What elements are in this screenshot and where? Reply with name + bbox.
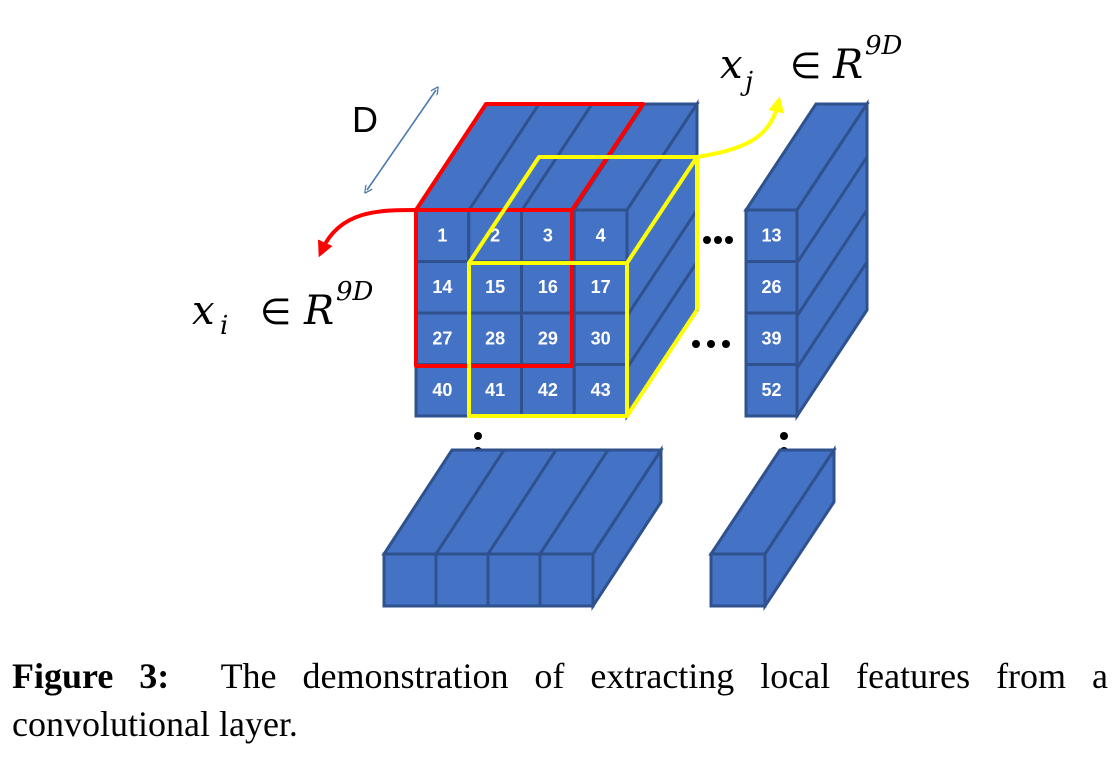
grid-cell-label: 40 bbox=[432, 380, 452, 400]
column-cell-label: 39 bbox=[761, 329, 781, 349]
red-arrow bbox=[317, 208, 417, 258]
grid-cell-label: 14 bbox=[432, 277, 452, 297]
grid-cell-label: 15 bbox=[485, 277, 505, 297]
grid-cell: 27 bbox=[414, 311, 471, 366]
grid-cell: 15 bbox=[467, 260, 523, 315]
svg-text:R: R bbox=[832, 42, 863, 88]
grid-cell-label: 42 bbox=[538, 380, 558, 400]
grid-cell: 28 bbox=[467, 311, 523, 366]
xj-label: x j ∈ R 9D bbox=[720, 31, 903, 97]
grid-cell: 42 bbox=[520, 363, 576, 418]
bottom-slab-right bbox=[708, 445, 837, 611]
grid-cell-label: 16 bbox=[538, 277, 558, 297]
right-column-block bbox=[743, 99, 870, 421]
svg-text:R: R bbox=[303, 288, 334, 334]
grid-cell: 4 bbox=[572, 208, 629, 263]
yellow-arrow bbox=[696, 96, 785, 159]
column-cell: 13 bbox=[744, 208, 799, 263]
grid-cell-label: 30 bbox=[591, 329, 611, 349]
grid-cell-label: 43 bbox=[591, 380, 611, 400]
grid-cell: 16 bbox=[520, 260, 576, 315]
grid-cell-label: 1 bbox=[437, 226, 447, 246]
grid-cell-label: 3 bbox=[543, 226, 553, 246]
diagram: D 1 2 3 4 14 15 16 17 27 28 29 30 40 41 42 43 13 26 39 52 bbox=[192, 31, 903, 612]
grid-cell-label: 27 bbox=[432, 329, 452, 349]
grid-cell-label: 17 bbox=[591, 277, 611, 297]
xi-label: x i ∈ R 9D bbox=[192, 277, 374, 341]
svg-text:9D: 9D bbox=[865, 31, 903, 61]
svg-text:x: x bbox=[192, 288, 215, 334]
grid-cell: 30 bbox=[572, 311, 629, 366]
depth-label: D bbox=[352, 99, 378, 140]
grid-cell: 14 bbox=[414, 260, 471, 315]
svg-text:∈: ∈ bbox=[790, 46, 821, 87]
svg-text:x: x bbox=[720, 42, 743, 88]
grid-cell: 40 bbox=[414, 363, 471, 418]
figure-caption: Figure 3: The demonstration of extractin… bbox=[12, 652, 1108, 748]
grid-cell: 1 bbox=[414, 208, 471, 263]
svg-text:i: i bbox=[220, 311, 228, 341]
column-cell: 52 bbox=[744, 363, 799, 418]
grid-cell-label: 29 bbox=[538, 329, 558, 349]
grid-cell-label: 28 bbox=[485, 329, 505, 349]
column-cell: 26 bbox=[744, 260, 799, 315]
column-cell-label: 52 bbox=[761, 380, 781, 400]
grid-cell: 43 bbox=[572, 363, 629, 418]
grid-cell-label: 2 bbox=[490, 226, 500, 246]
depth-arrow bbox=[367, 90, 436, 190]
column-cell-label: 26 bbox=[761, 277, 781, 297]
grid-cell: 29 bbox=[520, 311, 576, 366]
grid-cell: 3 bbox=[520, 208, 576, 263]
column-cell: 39 bbox=[744, 311, 799, 366]
grid-cell: 17 bbox=[572, 260, 629, 315]
bottom-slab-left bbox=[381, 444, 664, 612]
grid-cell-label: 41 bbox=[485, 380, 505, 400]
yellow-window-xj bbox=[467, 155, 699, 418]
svg-text:∈: ∈ bbox=[260, 292, 291, 333]
caption-label: Figure 3: bbox=[12, 656, 170, 696]
caption-text: The demonstration of extracting local fe… bbox=[12, 656, 1108, 744]
grid-cell-label: 4 bbox=[596, 226, 606, 246]
grid-cell: 41 bbox=[467, 363, 523, 418]
svg-text:9D: 9D bbox=[336, 277, 374, 307]
column-cell-label: 13 bbox=[761, 226, 781, 246]
